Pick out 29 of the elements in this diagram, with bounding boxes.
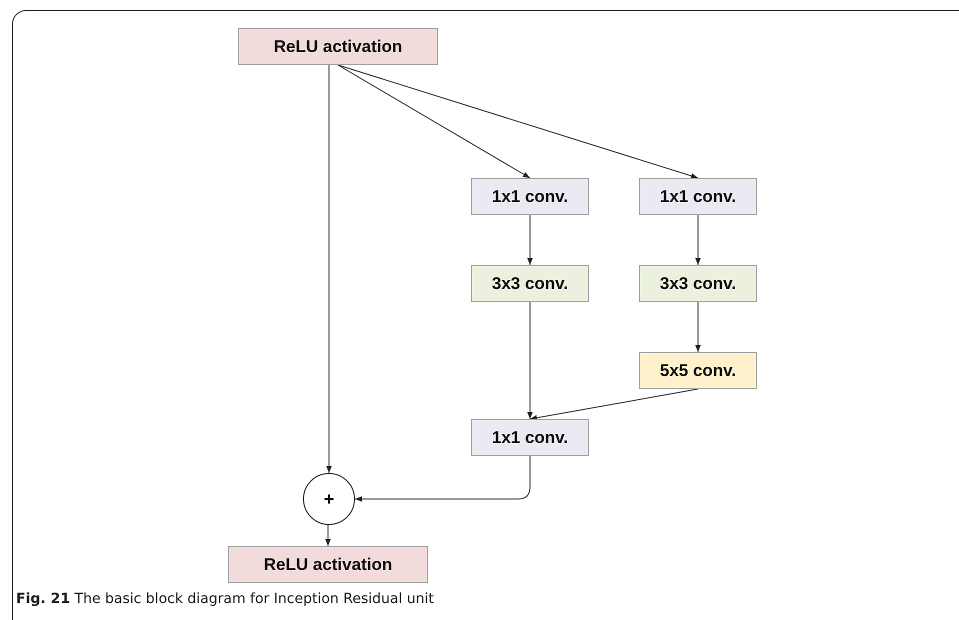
arrow: [354, 456, 530, 502]
layer-label: 1x1 conv.: [492, 186, 568, 206]
sum-circle: [303, 473, 355, 525]
layer-label: 1x1 conv.: [660, 186, 736, 206]
layer-box: [639, 178, 757, 215]
arrow: [695, 214, 701, 266]
layer-label: 1x1 conv.: [492, 428, 568, 448]
layer-label: 3x3 conv.: [492, 274, 568, 294]
layer-label: ReLU activation: [264, 554, 392, 574]
layer-box: [471, 265, 589, 302]
arrow: [338, 64, 530, 178]
layer-box: [238, 28, 438, 65]
plus-sign: +: [324, 488, 334, 510]
arrow: [527, 302, 533, 420]
layer-box: [228, 546, 428, 583]
layer-box: [471, 419, 589, 456]
arrow: [695, 302, 701, 352]
arrow: [527, 214, 533, 266]
layer-label: ReLU activation: [274, 36, 402, 56]
layer-box: [639, 352, 757, 389]
figure-caption: Fig. 21 The basic block diagram for Inception Residual unit: [16, 591, 434, 607]
layer-box: [639, 265, 757, 302]
arrow: [326, 64, 332, 474]
arrow: [338, 64, 698, 179]
arrow: [325, 524, 331, 546]
arrow: [530, 388, 698, 421]
layer-box: [471, 178, 589, 215]
layer-label: 5x5 conv.: [660, 360, 736, 380]
layer-label: 3x3 conv.: [660, 274, 736, 294]
